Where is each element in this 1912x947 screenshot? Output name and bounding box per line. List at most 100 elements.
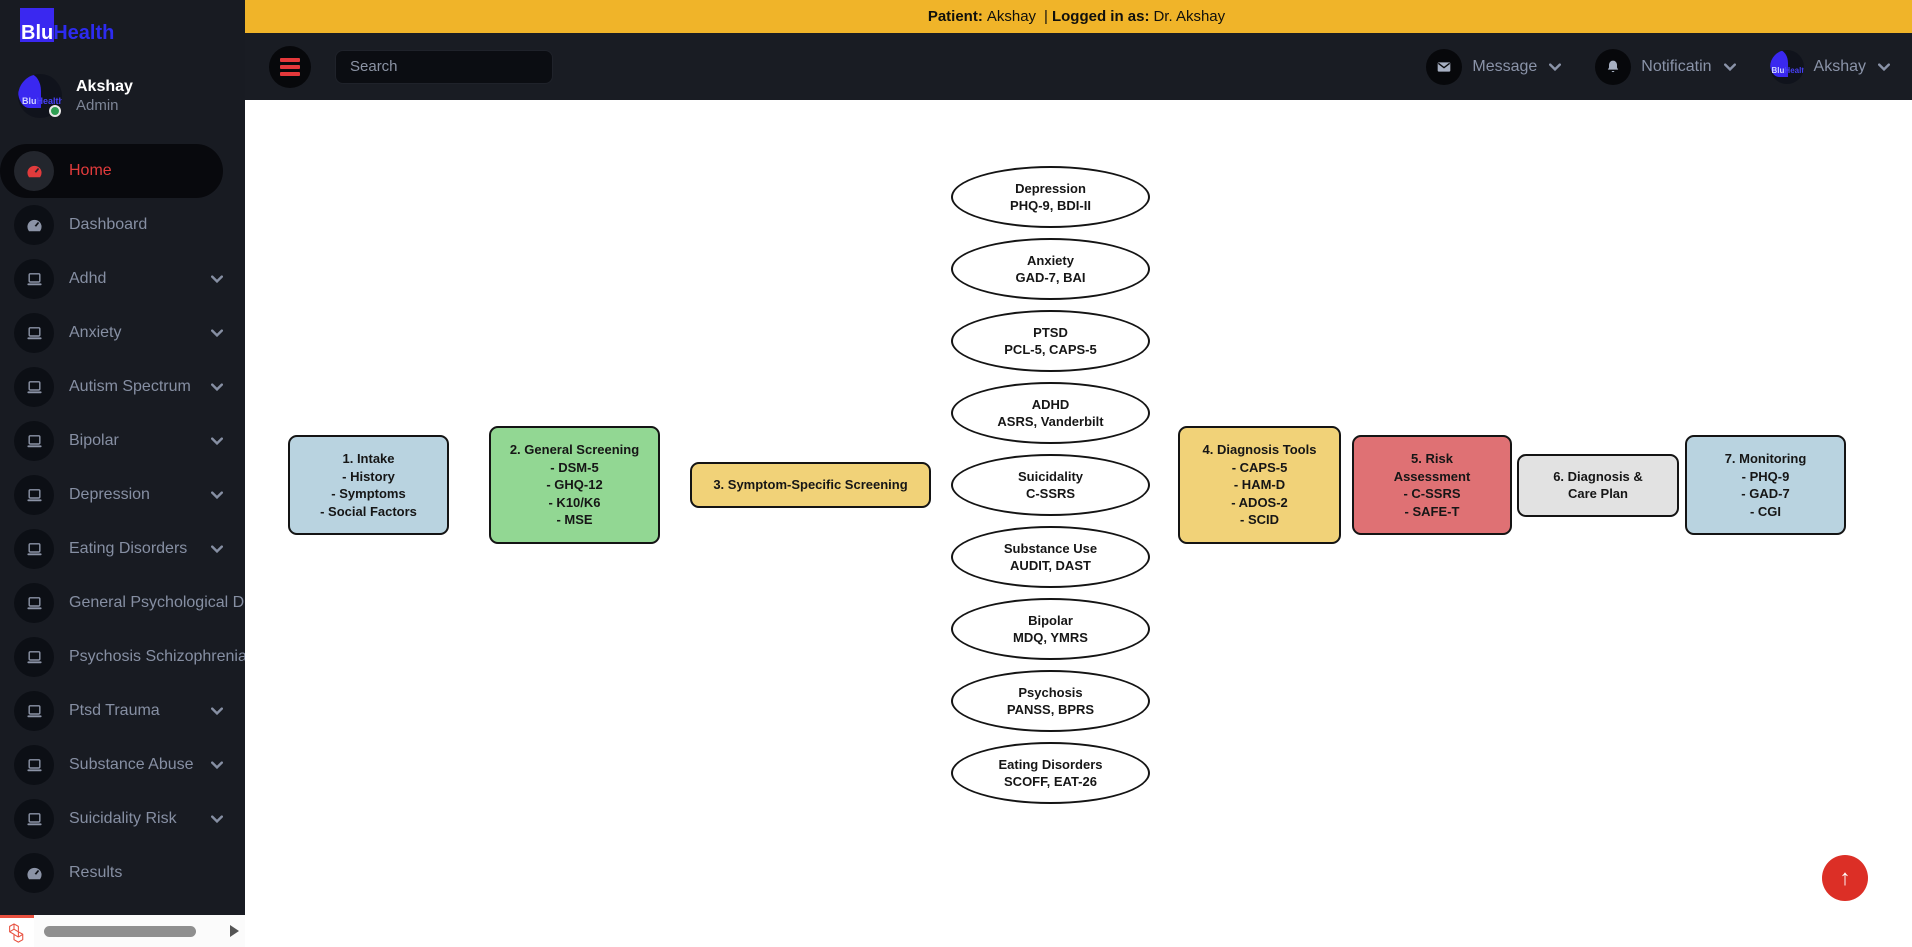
laptop-icon bbox=[14, 745, 54, 785]
message-label: Message bbox=[1472, 57, 1538, 75]
logo-blu: Blu bbox=[21, 22, 54, 44]
ellipse-title: PTSD bbox=[1033, 325, 1068, 340]
sidebar-item-label: Ptsd Trauma bbox=[69, 702, 160, 719]
laravel-logo[interactable] bbox=[0, 915, 34, 947]
node-line: - CAPS-5 bbox=[1231, 459, 1288, 475]
node-line: - CGI bbox=[1749, 503, 1782, 519]
chevron-down-icon bbox=[211, 437, 223, 445]
gauge-icon bbox=[14, 205, 54, 245]
patient-banner: Patient:Akshay|Logged in as:Dr. Akshay bbox=[245, 0, 1912, 33]
ellipse-tools: SCOFF, EAT-26 bbox=[1004, 774, 1097, 789]
sidebar-user: BluHealth Akshay Admin bbox=[0, 62, 245, 128]
node-line: - GHQ-12 bbox=[546, 477, 603, 493]
chevron-down-icon bbox=[211, 815, 223, 823]
ellipse-tools: PCL-5, CAPS-5 bbox=[1004, 342, 1097, 357]
sidebar-bottom-strip bbox=[0, 915, 245, 947]
sidebar-item-autism-spectrum[interactable]: Autism Spectrum bbox=[0, 360, 245, 414]
hamburger-menu-button[interactable] bbox=[269, 45, 311, 88]
message-dropdown[interactable]: Message bbox=[1426, 48, 1562, 85]
node-line: - MSE bbox=[556, 512, 593, 528]
laptop-icon bbox=[14, 259, 54, 299]
ellipse-title: Substance Use bbox=[1003, 541, 1098, 556]
node-line: - SCID bbox=[1240, 512, 1279, 528]
sidebar-item-bipolar[interactable]: Bipolar bbox=[0, 414, 245, 468]
laptop-icon bbox=[14, 367, 54, 407]
laptop-icon bbox=[14, 799, 54, 839]
avatar-logo-shape bbox=[18, 74, 41, 109]
ellipse-tools: GAD-7, BAI bbox=[1015, 270, 1086, 285]
sidebar-item-label: General Psychological Di bbox=[69, 594, 245, 611]
sidebar-item-anxiety[interactable]: Anxiety bbox=[0, 306, 245, 360]
node-line: 1. Intake bbox=[342, 451, 395, 466]
sidebar-item-eating-disorders[interactable]: Eating Disorders bbox=[0, 522, 245, 576]
avatar-logo-shape bbox=[1769, 49, 1789, 77]
sidebar-item-ptsd-trauma[interactable]: Ptsd Trauma bbox=[0, 684, 245, 738]
sidebar-item-suicidality-risk[interactable]: Suicidality Risk bbox=[0, 792, 245, 846]
node-line: - C-SSRS bbox=[1403, 486, 1461, 501]
ellipse-tools: PHQ-9, BDI-II bbox=[1010, 198, 1091, 213]
chevron-down-icon bbox=[211, 383, 223, 391]
scrollbar-thumb[interactable] bbox=[44, 926, 196, 937]
node-line: - K10/K6 bbox=[548, 494, 601, 510]
app-logo[interactable]: BluHealth bbox=[0, 0, 245, 62]
node-line: - HAM-D bbox=[1233, 477, 1286, 493]
notification-dropdown[interactable]: Notificatin bbox=[1595, 48, 1736, 85]
diagram-node-substance-use: Substance Use AUDIT, DAST bbox=[951, 526, 1150, 588]
chevron-down-icon bbox=[211, 707, 223, 715]
chevron-down-icon bbox=[1723, 62, 1736, 71]
sidebar-item-general-psychological[interactable]: General Psychological Di bbox=[0, 576, 245, 630]
sidebar-item-label: Dashboard bbox=[69, 216, 148, 233]
sidebar-item-label: Suicidality Risk bbox=[69, 810, 177, 827]
envelope-icon bbox=[1426, 48, 1463, 85]
sidebar-item-label: Bipolar bbox=[69, 432, 119, 449]
online-status-dot bbox=[49, 105, 61, 117]
laptop-icon bbox=[14, 421, 54, 461]
scroll-to-top-button[interactable]: ↑ bbox=[1822, 855, 1868, 901]
node-line: - PHQ-9 bbox=[1741, 468, 1790, 484]
sidebar-item-substance-abuse[interactable]: Substance Abuse bbox=[0, 738, 245, 792]
laptop-icon bbox=[14, 313, 54, 353]
sidebar-item-label: Adhd bbox=[69, 270, 107, 287]
search-input[interactable] bbox=[335, 49, 553, 84]
sidebar-item-home[interactable]: Home bbox=[0, 144, 223, 198]
sidebar: BluHealth BluHealth Akshay Admin Home Da… bbox=[0, 0, 245, 947]
user-name: Akshay bbox=[76, 77, 133, 95]
chevron-down-icon bbox=[1549, 62, 1562, 71]
sidebar-item-label: Substance Abuse bbox=[69, 756, 194, 773]
scrollbar-right-arrow[interactable] bbox=[230, 925, 239, 937]
ellipse-title: Anxiety bbox=[1027, 253, 1074, 268]
node-line: 2. General Screening bbox=[509, 442, 640, 458]
avatar-logo-text: BluHealth bbox=[1771, 65, 1804, 75]
node-line: Assessment bbox=[1393, 468, 1471, 484]
logged-in-label: Logged in as: bbox=[1051, 8, 1150, 25]
ellipse-tools: AUDIT, DAST bbox=[1010, 558, 1091, 573]
sidebar-item-results[interactable]: Results bbox=[0, 846, 245, 900]
notification-label: Notificatin bbox=[1641, 57, 1712, 75]
horizontal-scrollbar[interactable] bbox=[34, 915, 245, 947]
avatar-logo-text: BluHealth bbox=[22, 96, 62, 106]
workflow-diagram: 1. Intake - History - Symptoms - Social … bbox=[288, 166, 1846, 804]
diagram-node-symptom-specific-screening: 3. Symptom-Specific Screening bbox=[690, 462, 931, 508]
sidebar-item-psychosis-schizophrenia[interactable]: Psychosis Schizophrenia bbox=[0, 630, 245, 684]
chevron-down-icon bbox=[211, 761, 223, 769]
diagram-node-psychosis: Psychosis PANSS, BPRS bbox=[951, 670, 1150, 732]
ellipse-tools: C-SSRS bbox=[1025, 486, 1076, 501]
diagram-node-anxiety: Anxiety GAD-7, BAI bbox=[951, 238, 1150, 300]
node-line: - Social Factors bbox=[320, 503, 417, 519]
diagram-node-risk-assessment: 5. Risk Assessment - C-SSRS - SAFE-T bbox=[1352, 435, 1512, 535]
sidebar-item-label: Psychosis Schizophrenia bbox=[69, 648, 245, 665]
gauge-icon bbox=[14, 151, 54, 191]
ellipse-tools: ASRS, Vanderbilt bbox=[997, 414, 1104, 429]
node-line: - DSM-5 bbox=[550, 459, 599, 475]
diagram-node-intake: 1. Intake - History - Symptoms - Social … bbox=[288, 435, 449, 535]
sidebar-item-dashboard[interactable]: Dashboard bbox=[0, 198, 245, 252]
logo-health: Health bbox=[53, 22, 115, 44]
node-line: - SAFE-T bbox=[1404, 503, 1460, 519]
sidebar-item-depression[interactable]: Depression bbox=[0, 468, 245, 522]
sidebar-item-adhd[interactable]: Adhd bbox=[0, 252, 245, 306]
diagram-node-diagnosis-care-plan: 6. Diagnosis & Care Plan bbox=[1517, 453, 1679, 517]
user-dropdown[interactable]: BluHealth Akshay bbox=[1769, 49, 1890, 84]
avatar: BluHealth bbox=[18, 74, 62, 118]
laptop-icon bbox=[14, 529, 54, 569]
chevron-down-icon bbox=[211, 491, 223, 499]
